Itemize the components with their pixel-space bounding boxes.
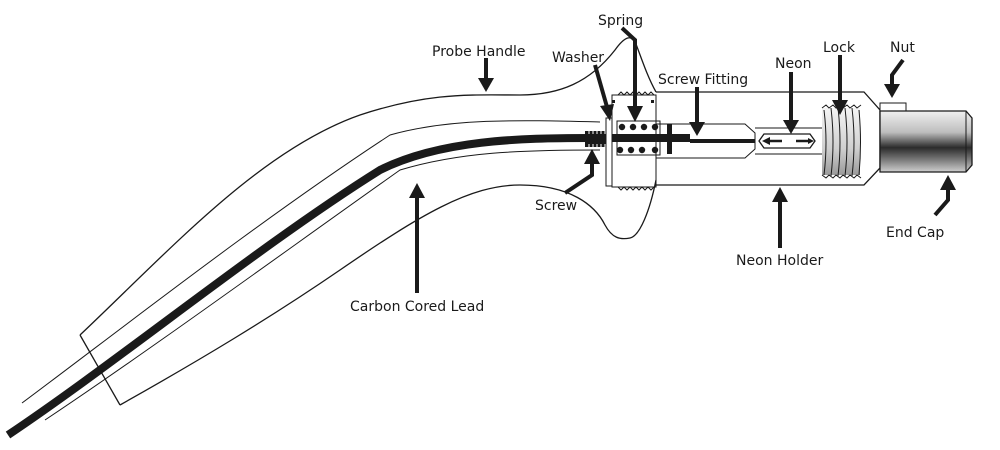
- label-washer: Washer: [552, 50, 604, 66]
- screw-part: [585, 131, 611, 147]
- label-screw: Screw: [535, 198, 577, 214]
- screw-fitting-arrow: [689, 87, 705, 136]
- label-lock: Lock: [823, 40, 856, 56]
- carbon-cored-lead: [5, 134, 690, 439]
- end-cap-part: [879, 110, 973, 173]
- neon-bulb: [758, 133, 816, 149]
- label-probe-handle: Probe Handle: [432, 44, 526, 60]
- washer-part: [605, 117, 613, 187]
- arrows: [409, 26, 956, 293]
- label-carbon-cored-lead: Carbon Cored Lead: [350, 299, 484, 315]
- neon-arrow: [783, 72, 799, 134]
- lock-part: [820, 91, 881, 186]
- lock-arrow: [832, 55, 848, 115]
- label-nut: Nut: [890, 40, 915, 56]
- spring-arrow: [620, 26, 643, 122]
- label-spring: Spring: [598, 13, 643, 29]
- spring-stop: [667, 124, 672, 154]
- probe-handle-arrow: [478, 58, 494, 92]
- neon-holder-arrow: [772, 187, 788, 248]
- label-neon-holder: Neon Holder: [736, 253, 823, 269]
- spring-part: [616, 120, 661, 156]
- nut-arrow: [884, 58, 905, 98]
- label-neon: Neon: [775, 56, 812, 72]
- carbon-cored-lead-arrow: [409, 183, 425, 293]
- end-cap-arrow: [933, 175, 956, 217]
- screw-fitting-part: [656, 123, 756, 159]
- washer-arrow: [593, 64, 614, 121]
- screw-arrow: [563, 149, 600, 195]
- label-end-cap: End Cap: [886, 225, 944, 241]
- label-screw-fitting: Screw Fitting: [658, 72, 748, 88]
- probe-handle-body: [21, 37, 657, 421]
